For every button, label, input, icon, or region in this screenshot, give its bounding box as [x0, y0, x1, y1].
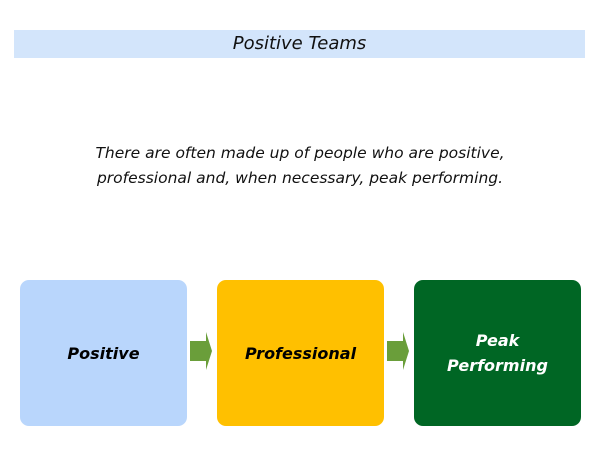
flow-box-peak-performing: Peak Performing: [414, 280, 581, 426]
flow-box-label-line-2: Performing: [447, 356, 548, 375]
flow-box-professional: Professional: [217, 280, 384, 426]
body-text-line-2: professional and, when necessary, peak p…: [96, 169, 504, 187]
slide-title: Positive Teams: [14, 30, 585, 58]
body-text-line-1: There are often made up of people who ar…: [95, 144, 505, 162]
flow-box-label-line-1: Peak: [475, 331, 520, 350]
flow-box-label: Professional: [244, 343, 357, 363]
arrow-right-icon: [387, 332, 409, 370]
arrow-right-icon: [190, 332, 212, 370]
flow-box-positive: Positive: [20, 280, 187, 426]
flow-box-label: Positive: [67, 343, 140, 363]
